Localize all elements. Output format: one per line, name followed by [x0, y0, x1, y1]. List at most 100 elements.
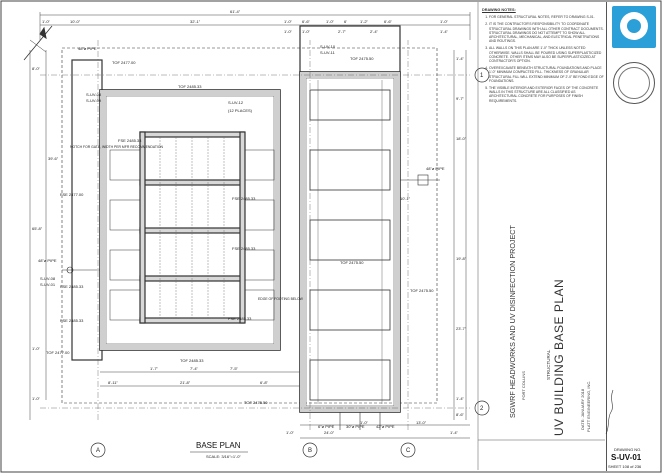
note-item: IT IS THE CONTRACTOR'S RESPONSIBILITY TO…: [489, 22, 604, 43]
discipline: STRUCTURAL: [546, 349, 551, 380]
top-dim-2: 32'-1": [190, 19, 201, 24]
drawing-no-label: DRAWING NO.: [614, 447, 642, 452]
bottom-dim-7: 24'-0": [324, 430, 335, 435]
top-dim-3: 1'-0": [284, 19, 293, 24]
signature-icon: [605, 389, 614, 435]
top-dim-1: 10'-0": [70, 19, 81, 24]
right-dim-6: 1'-4": [456, 396, 465, 401]
pipe-6-bottom: 6"ø PIPE: [318, 424, 335, 429]
bottom-dim-10: 1'-4": [450, 430, 459, 435]
north-arrow-icon: [23, 25, 53, 61]
tof-right: TOF 2475.50: [410, 288, 434, 293]
note-item: OVEREXCAVATE BENEATH STRUCTURAL FOUNDATI…: [489, 66, 604, 83]
grid-bubble-b: B: [308, 448, 312, 454]
city-logo-icon: [612, 6, 656, 48]
left-dim-4: 1'-0": [32, 396, 41, 401]
firm-name: PLATT ENGINEERING, INC.: [586, 380, 591, 432]
top-dim-r2-2: 2'-7": [338, 29, 347, 34]
pipe-42-bottom: 42"ø PIPE: [376, 424, 395, 429]
bottom-dim-5: 7'-5": [230, 366, 239, 371]
pipe-48-top: 48"ø PIPE: [78, 46, 97, 51]
left-dim-1: 39'-6": [48, 156, 59, 161]
top-dim-5: 1'-0": [326, 19, 335, 24]
right-dim-7: 8'-6": [456, 412, 465, 417]
right-dim-5: 23'-7": [456, 326, 467, 331]
plan-scale: SCALE: 3/16"=1'-0": [206, 454, 241, 459]
fse-4: FSE 2485.33: [60, 284, 84, 289]
top-dim-0: 1'-0": [42, 19, 51, 24]
date-label: DATE: JANUARY 2018: [580, 388, 585, 430]
top-dim-r2-0: 1'-0": [284, 29, 293, 34]
bottom-dim-6: 1'-0": [286, 430, 295, 435]
fse-7: FSE 2485.33: [228, 316, 252, 321]
tof-2485: TOF 2485.33: [178, 84, 202, 89]
callout-left-b: S-UV-01: [40, 282, 56, 287]
notes-title: DRAWING NOTES:: [482, 8, 516, 12]
fse-1: FSE 2485.33: [118, 138, 142, 143]
engineer-seal-icon: [613, 62, 655, 104]
overall-dimension: 61'-4": [230, 9, 241, 14]
top-dim-r2-4: 1'-4": [440, 29, 449, 34]
callout-uv11: S-UV-11: [320, 50, 336, 55]
bottom-dim-0: 8'-11": [108, 380, 118, 385]
top-dim-6: 6': [344, 19, 347, 24]
right-dim-1: 9'-7": [456, 96, 465, 101]
callout-left-a: S-UV-08: [40, 276, 56, 281]
callout-uv08: S-UV-08: [86, 92, 102, 97]
drawing-notes: DRAWING NOTES: FOR GENERAL STRUCTURAL NO…: [482, 8, 604, 106]
fse-6: FSE 2485.33: [232, 246, 256, 251]
bottom-dim-2: 6'-8": [260, 380, 269, 385]
bottom-dim-4: 7'-4": [190, 366, 199, 371]
grid-bubble-a: A: [96, 448, 100, 454]
sheet-count: SHEET 108 of 236: [608, 464, 642, 469]
bottom-dim-9: 13'-0": [416, 420, 427, 425]
bottom-dim-3: 1'-7": [150, 366, 159, 371]
right-dim-4: 19'-8": [456, 256, 467, 261]
top-dim-4: 6'-6": [302, 19, 311, 24]
right-dim-3: 10'-1": [400, 196, 411, 201]
fse-3: FSE 2477.00: [60, 192, 84, 197]
left-dim-2: 65'-8": [32, 226, 43, 231]
pipe-30-bottom: 30"ø PIPE: [346, 424, 365, 429]
callout-uv09: S-UV-09: [86, 98, 102, 103]
pipe-48-right: 48"ø PIPE: [426, 166, 445, 171]
top-dim-7: 1'-2": [360, 19, 369, 24]
bottom-dim-8: 1'-0": [360, 420, 369, 425]
grid-bubble-c: C: [406, 448, 411, 454]
note-item: THE VISIBLE INTERIOR AND EXTERIOR FACES …: [489, 86, 604, 103]
callout-uv10: S-UV-10: [320, 44, 336, 49]
top-dim-8: 6'-6": [384, 19, 393, 24]
fse-2: FSE 2485.33: [232, 196, 256, 201]
project-name: SGWRF HEADWORKS AND UV DISINFECTION PROJ…: [508, 225, 517, 418]
tof-top-right: TOF 2475.50: [350, 56, 374, 61]
twelve-places: (12 PLACES): [228, 108, 253, 113]
note-item: ALL WALLS ON THIS PLAN ARE 1'-0" THICK U…: [489, 46, 604, 63]
note-item: FOR GENERAL STRUCTURAL NOTES, REFER TO D…: [489, 15, 604, 19]
tof-top-left: TOF 2477.00: [112, 60, 136, 65]
notch-label: NOTCH FOR GATE, WIDTH PER MFR RECOMMENDA…: [70, 145, 163, 149]
top-dim-9: 1'-0": [440, 19, 449, 24]
right-dim-0: 1'-4": [456, 56, 465, 61]
callout-uv12: S-UV-12: [228, 100, 244, 105]
bottom-dim-1: 21'-8": [180, 380, 191, 385]
drawing-no: S-UV-01: [611, 453, 642, 462]
tof-bot: TOF 2475.50: [244, 400, 268, 405]
pipe-48-left: 48"ø PIPE: [38, 258, 57, 263]
left-dim-3: 1'-0": [32, 346, 41, 351]
edge-footing-label: EDGE OF FOOTING BELOW: [258, 297, 304, 301]
right-dim-2: 18'-0": [456, 136, 467, 141]
grid-bubble-2: 2: [480, 406, 484, 412]
sheet-title: UV BUILDING BASE PLAN: [552, 278, 566, 436]
grid-bubble-1: 1: [480, 73, 484, 79]
fse-5: FSE 2485.33: [60, 318, 84, 323]
top-dim-r2-3: 2'-4": [370, 29, 379, 34]
city-name: FORT COLLINS: [521, 371, 526, 400]
left-dim-0: 8'-0": [32, 66, 41, 71]
tof-left: TOF 2477.00: [46, 350, 70, 355]
tof-mid: TOF 2475.50: [340, 260, 364, 265]
top-dim-r2-1: 1'-0": [302, 29, 311, 34]
title-block: [606, 2, 661, 471]
tof-2485-bot: TOF 2485.33: [180, 358, 204, 363]
